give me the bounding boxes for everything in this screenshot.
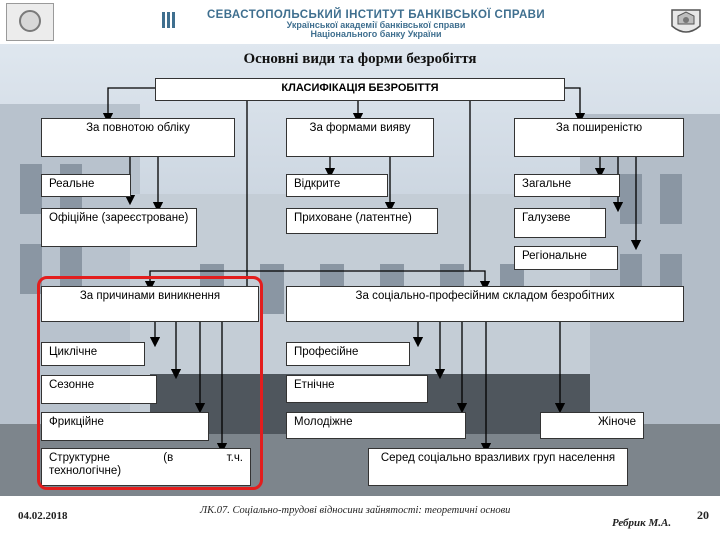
page-number: 20 [697,508,709,522]
item-vulnerable: Серед соціально вразливих груп населення [368,448,628,486]
item-seasonal: Сезонне [41,375,157,404]
emblem-icon [19,10,41,32]
item-frictional: Фрикційне [41,412,209,441]
item-sectoral: Галузеве [514,208,606,238]
structural-right: т.ч. [226,452,243,464]
item-general: Загальне [514,174,620,197]
institute-mark-icon [162,12,175,28]
institute-name: СЕВАСТОПОЛЬСЬКИЙ ІНСТИТУТ БАНКІВСЬКОЇ СП… [186,9,566,39]
group-causes-label: За причинами виникнення [41,286,259,322]
footer-date: 04.02.2018 [18,510,68,522]
structural-line2: технологічне) [49,465,122,477]
item-professional: Професійне [286,342,410,366]
structural-line1: Структурне (в т.ч. [49,452,243,465]
structural-left: Структурне [49,452,110,464]
institute-name-line1: СЕВАСТОПОЛЬСЬКИЙ ІНСТИТУТ БАНКІВСЬКОЇ СП… [206,9,546,21]
item-structural: Структурне (в т.ч. технологічне) [41,448,251,486]
item-ethnic: Етнічне [286,375,428,403]
group-accounting-label: За повнотою обліку [41,118,235,157]
item-youth: Молодіжне [286,412,466,439]
item-real: Реальне [41,174,131,197]
slide-title: Основні види та форми безробіття [243,51,477,67]
group-forms-label: За формами вияву [286,118,434,157]
footer-lecture: ЛК.07. Соціально-трудові відносини зайня… [200,505,511,516]
academy-logo-left [6,3,54,41]
institute-name-line3: Національного банку України [310,29,442,39]
item-official: Офіційне (зареєстроване) [41,208,197,247]
footer-author: Ребрик М.А. [612,517,672,529]
item-open: Відкрите [286,174,388,197]
institute-name-line2: Української академії банківської справи [286,20,466,30]
classification-root: КЛАСИФІКАЦІЯ БЕЗРОБІТТЯ [155,78,565,101]
item-female: Жіноче [540,412,644,439]
group-spread-label: За поширеністю [514,118,684,157]
group-social-label: За соціально-професійним складом безробі… [286,286,684,322]
item-hidden: Приховане (латентне) [286,208,438,234]
footer-band [0,496,720,540]
item-cyclical: Циклічне [41,342,145,366]
bank-crest-icon [671,9,701,33]
item-regional: Регіональне [514,246,618,270]
slide-header: СЕВАСТОПОЛЬСЬКИЙ ІНСТИТУТ БАНКІВСЬКОЇ СП… [0,0,720,44]
highlight-frame [37,276,263,490]
structural-mid: (в [163,452,174,464]
